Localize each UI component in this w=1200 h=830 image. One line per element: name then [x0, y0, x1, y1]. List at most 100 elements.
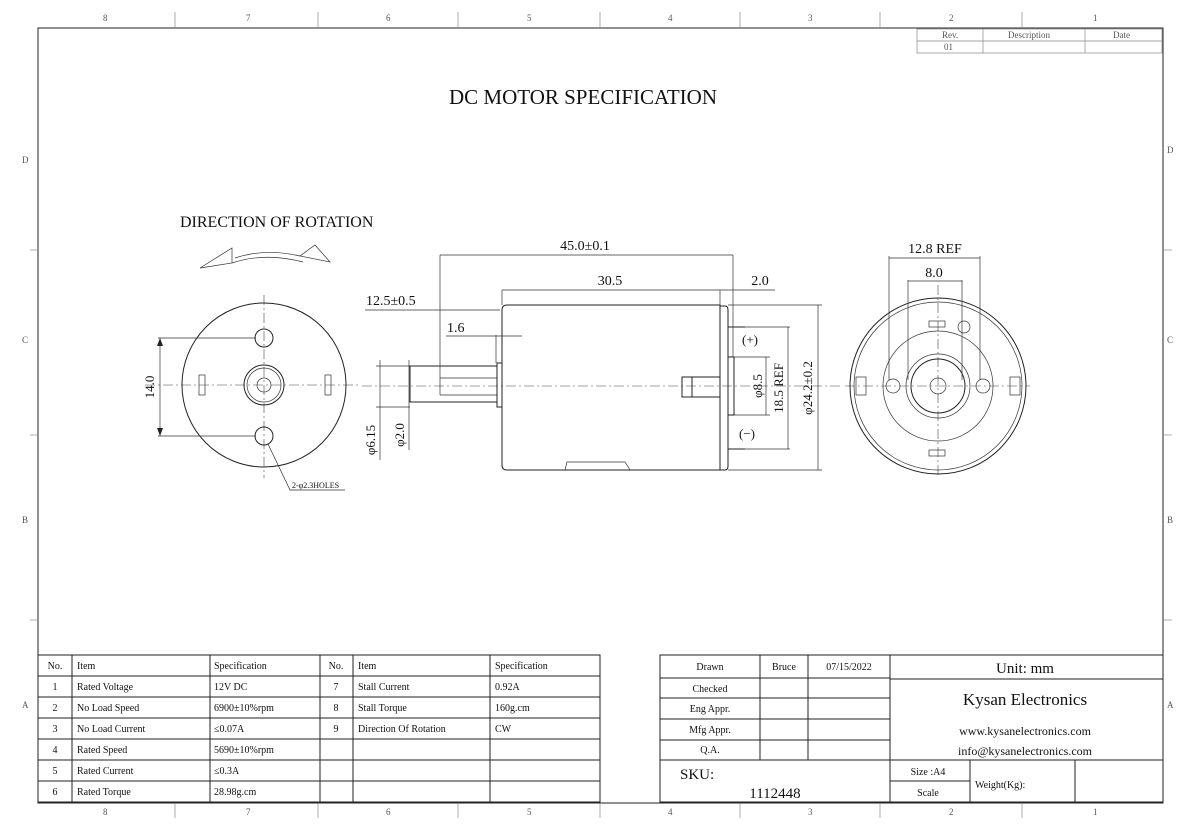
spec-cell: 12V DC [214, 682, 248, 693]
dim-shaft-length: 12.5±0.5 [366, 294, 416, 309]
spec-cell: 2 [53, 703, 58, 714]
title-block [659, 654, 1164, 803]
dim-shaft-dia: φ2.0 [392, 423, 407, 447]
page-title: DC MOTOR SPECIFICATION [449, 85, 717, 109]
grid-row: A [22, 700, 29, 710]
rear-view: 12.8 REF 8.0 [845, 242, 1030, 478]
drawn-date: 07/15/2022 [826, 662, 872, 673]
spec-cell: 7 [334, 682, 339, 693]
dim-rear-ref: 12.8 REF [908, 242, 962, 257]
spec-cell: Stall Current [358, 682, 410, 693]
grid-col: 3 [808, 807, 813, 817]
spec-cell: 3 [53, 724, 58, 735]
company-website: www.kysanelectronics.com [959, 724, 1092, 738]
eng-appr-label: Eng Appr. [690, 704, 731, 715]
spec-cell: 160g.cm [495, 703, 530, 714]
grid-row: A [1167, 700, 1174, 710]
grid-col: 8 [103, 807, 108, 817]
dim-rear: 2.0 [751, 274, 769, 289]
spec-cell: No Load Current [77, 724, 146, 735]
spec-cell: Rated Torque [77, 787, 131, 798]
spec-cell: Rated Current [77, 766, 134, 777]
qa-label: Q.A. [700, 745, 719, 756]
grid-row: B [22, 515, 28, 525]
spec-cell: 6900±10%rpm [214, 703, 274, 714]
grid-labels: 8 7 6 5 4 3 2 1 8 7 6 5 4 3 2 1 D C B A … [22, 13, 1174, 817]
grid-col: 8 [103, 13, 108, 23]
grid-col: 2 [949, 807, 954, 817]
dim-overall: 45.0±0.1 [560, 239, 610, 254]
drawn-label: Drawn [696, 662, 723, 673]
spec-header: Item [77, 661, 96, 672]
sku-label: SKU: [680, 767, 714, 783]
spec-header: No. [48, 661, 63, 672]
terminal-minus: (−) [739, 426, 755, 441]
dim-boss: 1.6 [447, 321, 465, 336]
grid-row: D [1167, 145, 1174, 155]
spec-cell: Rated Speed [77, 745, 127, 756]
spec-cell: 6 [53, 787, 58, 798]
spec-cell: 5 [53, 766, 58, 777]
spec-cell: 8 [334, 703, 339, 714]
grid-col: 4 [668, 807, 673, 817]
checked-label: Checked [693, 684, 728, 695]
grid-row: C [1167, 335, 1173, 345]
grid-col: 2 [949, 13, 954, 23]
sku-value: 1112448 [749, 786, 800, 802]
spec-cell: No Load Speed [77, 703, 139, 714]
grid-col: 6 [386, 13, 391, 23]
rotation-label: DIRECTION OF ROTATION [180, 214, 374, 231]
spec-header: Specification [214, 661, 267, 672]
spec-cell: Stall Torque [358, 703, 407, 714]
grid-col: 1 [1093, 807, 1098, 817]
rotation-arrow-icon [199, 244, 331, 269]
spec-header: Item [358, 661, 377, 672]
mfg-appr-label: Mfg Appr. [689, 725, 731, 736]
grid-col: 6 [386, 807, 391, 817]
weight-label: Weight(Kg): [975, 780, 1025, 791]
revision-block: Rev. Description Date 01 [916, 28, 1163, 54]
spec-cell: ≤0.3A [214, 766, 240, 777]
grid-col: 5 [527, 13, 532, 23]
dim-boss-dia: φ6.15 [363, 425, 378, 455]
spec-table [37, 654, 601, 803]
rev-header: Rev. [942, 30, 958, 40]
dim-hole-spacing: 14.0 [142, 376, 157, 399]
description-header: Description [1008, 30, 1050, 40]
scale-label: Scale [917, 788, 939, 799]
dim-body-dia: φ24.2±0.2 [800, 361, 815, 415]
grid-col: 7 [246, 13, 251, 23]
side-view: 45.0±0.1 30.5 2.0 12.5±0.5 1.6 φ6.15 φ2.… [362, 239, 840, 471]
grid-row: B [1167, 515, 1173, 525]
unit-label: Unit: mm [996, 661, 1054, 677]
front-view: 14.0 2-φ2.3HOLES [142, 295, 360, 491]
spec-cell: 4 [53, 745, 58, 756]
grid-col: 5 [527, 807, 532, 817]
grid-row: C [22, 335, 28, 345]
grid-col: 4 [668, 13, 673, 23]
rev-value: 01 [944, 42, 953, 52]
dim-bearing: φ8.5 [750, 374, 765, 398]
drawn-by: Bruce [772, 662, 796, 673]
dim-rear-span: 8.0 [925, 266, 943, 281]
dim-holes: 2-φ2.3HOLES [292, 481, 339, 490]
spec-header: No. [329, 661, 344, 672]
spec-cell: 1 [53, 682, 58, 693]
drawing-border [37, 27, 1164, 804]
spec-cell: 0.92A [495, 682, 521, 693]
terminal-plus: (+) [742, 332, 758, 347]
spec-cell: ≤0.07A [214, 724, 245, 735]
spec-cell: 5690±10%rpm [214, 745, 274, 756]
company-name: Kysan Electronics [963, 690, 1087, 709]
spec-cell: Rated Voltage [77, 682, 134, 693]
date-header: Date [1113, 30, 1130, 40]
grid-dividers [30, 12, 1172, 818]
dim-terminal-span: 18.5 REF [771, 363, 786, 413]
grid-col: 1 [1093, 13, 1098, 23]
spec-cell: 28.98g.cm [214, 787, 256, 798]
dim-body: 30.5 [598, 274, 623, 289]
grid-row: D [22, 155, 29, 165]
spec-cell: 9 [334, 724, 339, 735]
